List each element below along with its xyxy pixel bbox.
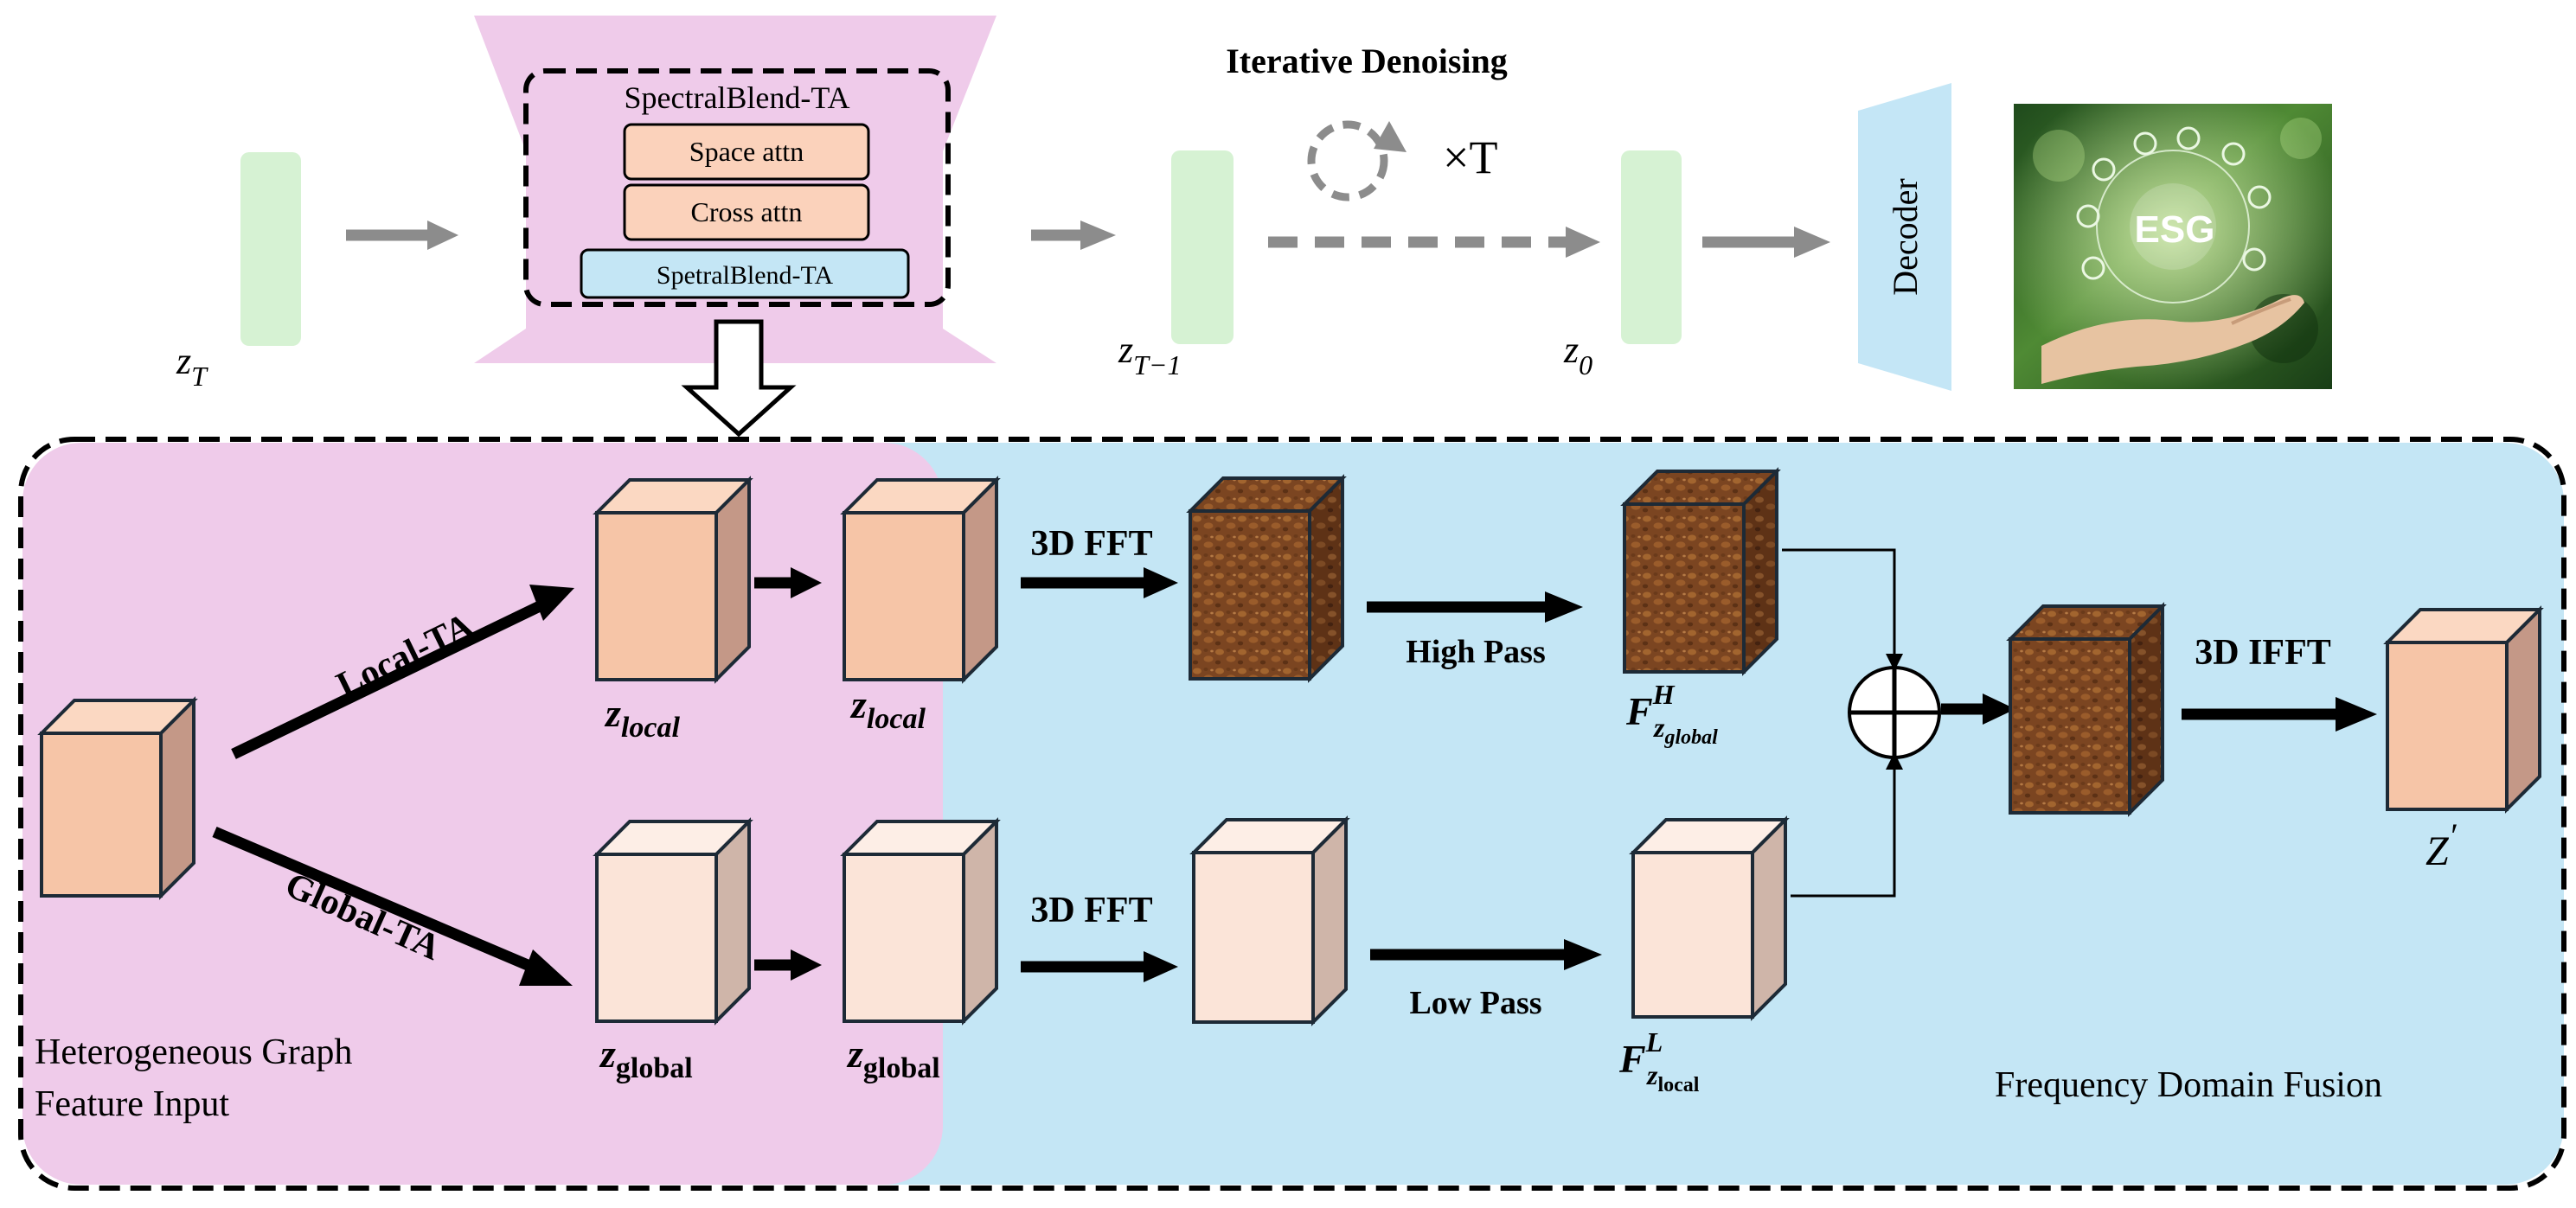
decoder-trapezoid <box>1858 83 1951 391</box>
panel-dashed-frame <box>18 437 2566 1191</box>
space-attn-block <box>623 123 870 181</box>
arrow-high-pass <box>1367 591 1583 623</box>
z-global-cube-b <box>840 817 1001 1026</box>
decoder-label: Decoder <box>1886 178 1925 295</box>
label-z0: z0 <box>1563 329 1592 380</box>
arrow-encoder-to-zT1 <box>1031 221 1116 250</box>
ifft-label: 3D IFFT <box>2195 633 2331 673</box>
z-global-label-a: zglobal <box>599 1032 693 1084</box>
label-zT: zT <box>176 340 208 392</box>
cross-attn-label: Cross attn <box>691 196 803 227</box>
spetral-block-label: SpetralBlend-TA <box>657 261 834 290</box>
fused-cube <box>2006 602 2167 817</box>
connector-high-to-sum <box>1782 548 1903 671</box>
arrow-fft-bottom <box>1021 951 1178 982</box>
top-row: zT SpectralBlend-TA Space attn Cross att… <box>176 16 2332 438</box>
cross-attn-block <box>623 183 870 241</box>
z-local-label-b: zlocal <box>849 682 926 735</box>
arrow-low-pass <box>1370 939 1602 970</box>
arrow-zT-to-encoder <box>346 221 458 250</box>
arrow-local-a-to-b <box>754 567 822 598</box>
arrow-fft-top <box>1021 567 1178 598</box>
expand-down-arrow <box>681 319 797 438</box>
loop-icon <box>1307 120 1407 201</box>
frequency-cube-bottom <box>1189 815 1350 1026</box>
fft-top-label: 3D FFT <box>1030 524 1152 564</box>
latent-z0 <box>1621 150 1682 344</box>
esg-image: ESG <box>2014 104 2332 389</box>
low-pass-label: Low Pass <box>1409 985 1541 1021</box>
space-attn-label: Space attn <box>689 136 804 167</box>
input-cube <box>37 696 198 900</box>
times-T-label: ×T <box>1443 131 1497 183</box>
z-local-cube-b <box>840 476 1001 684</box>
output-label: Z′ <box>2425 816 2457 874</box>
label-zT-1: zT−1 <box>1118 329 1182 380</box>
z-local-label-a: zlocal <box>604 691 680 744</box>
connector-low-to-sum <box>1791 752 1903 898</box>
latent-zT <box>240 152 301 346</box>
encoder-title: SpectralBlend-TA <box>624 80 849 115</box>
spectralblend-frame <box>523 68 951 307</box>
latent-zT-1 <box>1171 150 1234 344</box>
input-label-line2: Feature Input <box>35 1084 229 1124</box>
z-local-cube-a <box>593 476 753 684</box>
sum-node-icon <box>1848 666 1941 759</box>
z-global-label-b: zglobal <box>846 1032 940 1084</box>
input-label-line1: Heterogeneous Graph <box>35 1032 352 1072</box>
z-global-cube-a <box>593 817 753 1026</box>
spetral-block <box>580 248 910 299</box>
bottom-panel: Heterogeneous Graph Feature Input Local-… <box>18 437 2566 1191</box>
arrow-global-a-to-b <box>754 949 822 981</box>
fusion-domain-label: Frequency Domain Fusion <box>1995 1065 2382 1105</box>
iterative-denoising-title: Iterative Denoising <box>1226 42 1508 80</box>
output-cube <box>2383 605 2544 814</box>
esg-image-text: ESG <box>2135 208 2215 251</box>
high-pass-label: High Pass <box>1406 634 1546 670</box>
arrow-ifft <box>2182 697 2377 732</box>
arrow-sum-to-fused <box>1941 693 2015 725</box>
arrow-local-ta <box>231 585 574 759</box>
arrow-dashed-to-z0 <box>1268 227 1600 258</box>
frequency-cube-top <box>1186 474 1347 683</box>
arrow-z0-to-decoder <box>1702 227 1830 258</box>
fft-bottom-label: 3D FFT <box>1030 891 1152 930</box>
arrow-global-ta <box>212 827 573 986</box>
fl-local-cube <box>1629 815 1790 1021</box>
fh-global-cube <box>1620 467 1781 676</box>
